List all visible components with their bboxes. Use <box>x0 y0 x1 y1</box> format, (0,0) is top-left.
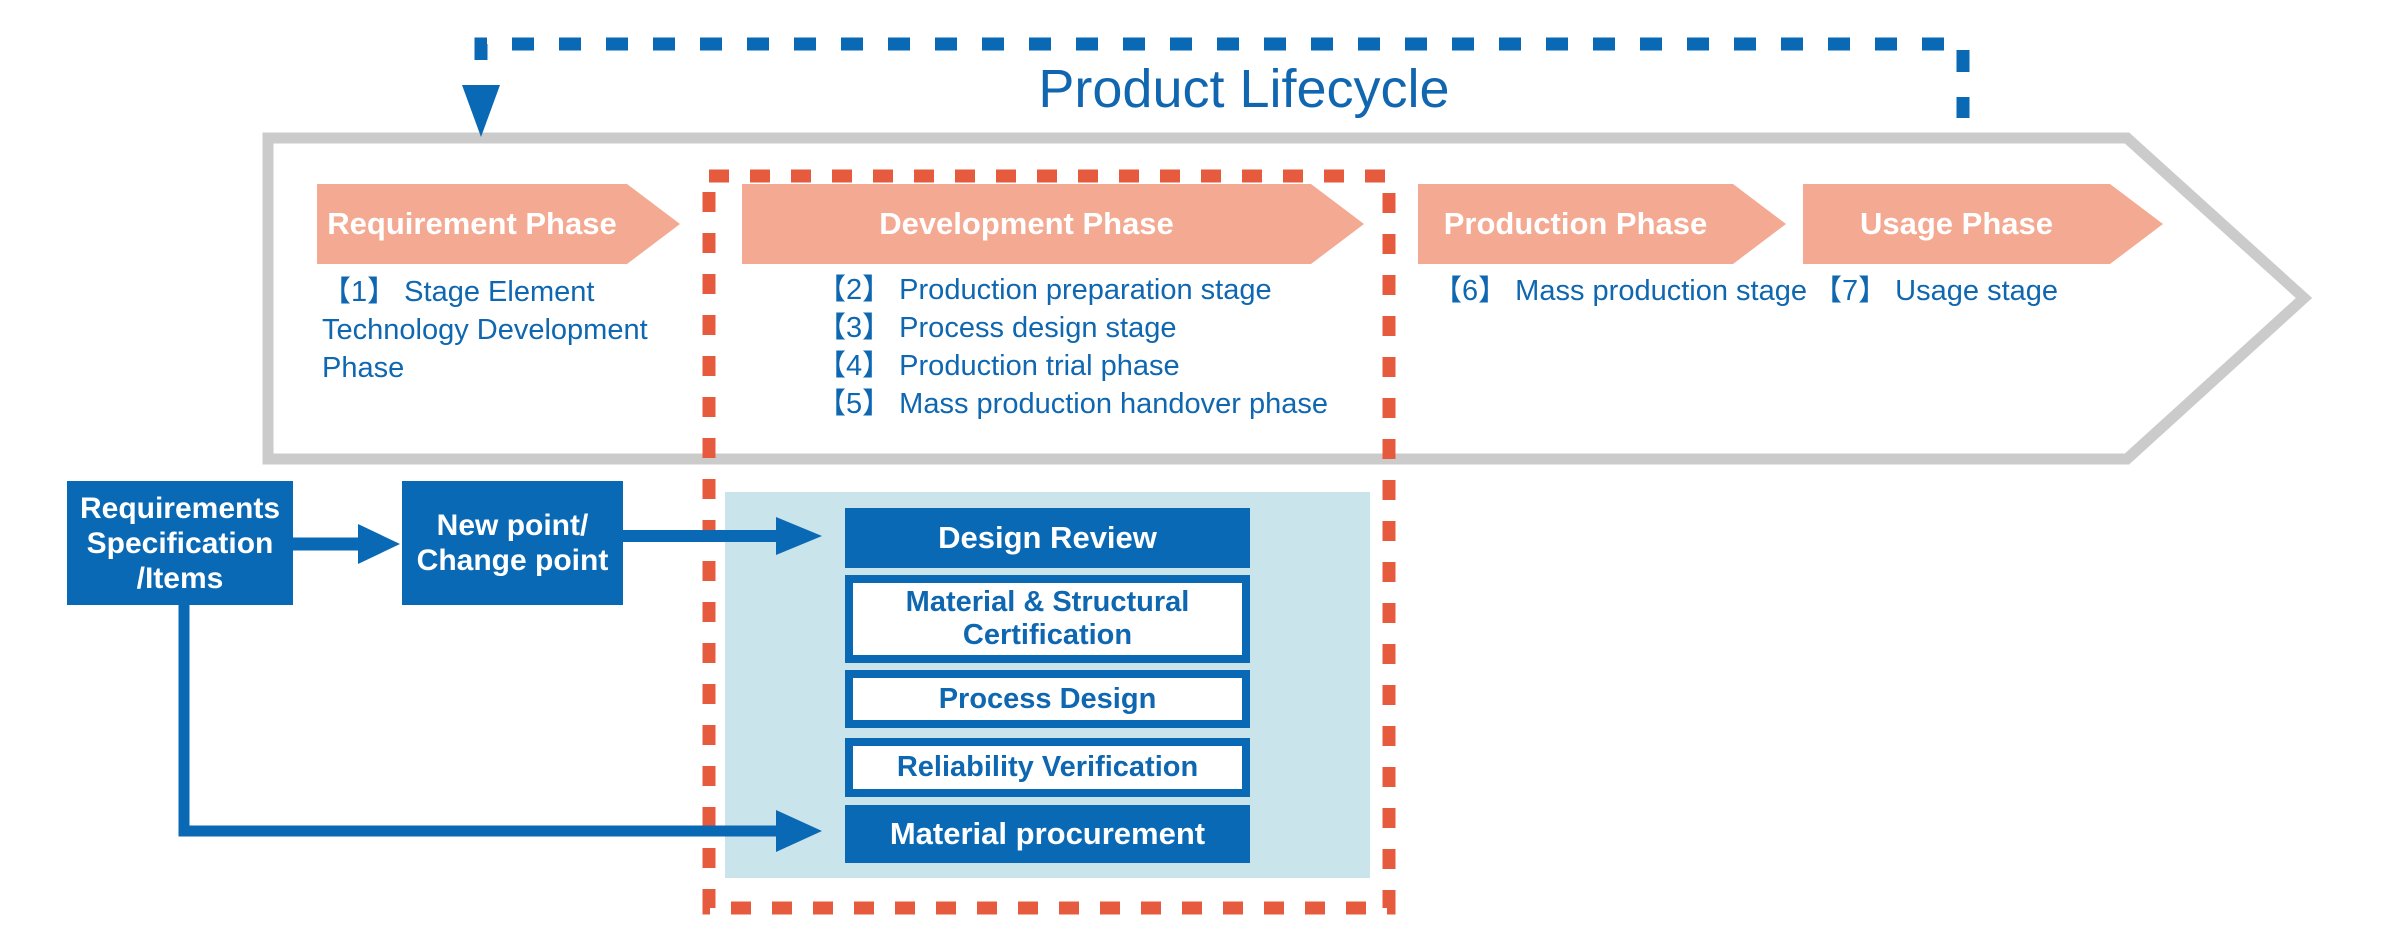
line-requirements-to-procurement <box>178 605 780 837</box>
phase-items-requirement: 【1】 Stage Element Technology Development… <box>322 273 648 387</box>
phase-arrow-label: Production Phase <box>1443 206 1708 241</box>
phase-item: 【4】 Production trial phase <box>817 350 1180 382</box>
phase-item: Phase <box>322 352 405 384</box>
arrow-requirements-to-change-head-icon <box>358 524 400 564</box>
phase-arrow-label: Requirement Phase <box>327 206 617 241</box>
phase-arrow-development: Development Phase <box>742 184 1364 264</box>
bar-label: Reliability Verification <box>896 751 1199 783</box>
material-procurement-bar: Material procurement <box>845 805 1250 863</box>
bar-label-line: Material & Structural <box>905 586 1190 618</box>
phase-item: 【3】 Process design stage <box>817 312 1177 344</box>
phase-item: 【1】 Stage Element <box>322 276 595 308</box>
box-label-line: Requirements <box>79 491 281 525</box>
phase-arrow-usage: Usage Phase <box>1803 184 2163 264</box>
phase-item: 【7】 Usage stage <box>1813 275 2059 307</box>
box-label-line: New point/ <box>436 509 589 542</box>
bar-label: Process Design <box>938 682 1157 715</box>
bar-label: Design Review <box>938 520 1157 555</box>
phase-arrow-production: Production Phase <box>1418 184 1786 264</box>
material-structural-certification-box: Material & Structural Certification <box>845 575 1250 663</box>
reliability-verification-box: Reliability Verification <box>845 738 1250 797</box>
bar-label-line: Certification <box>962 619 1133 651</box>
requirements-specification-box: Requirements Specification /Items <box>67 481 293 605</box>
lifecycle-down-arrow-icon <box>462 85 500 137</box>
phase-item: 【5】 Mass production handover phase <box>817 388 1329 420</box>
new-change-point-box: New point/ Change point <box>402 481 623 605</box>
phase-item: 【2】 Production preparation stage <box>817 274 1272 306</box>
design-review-bar: Design Review <box>845 508 1250 568</box>
box-label-line: /Items <box>136 561 224 595</box>
phase-arrow-label: Usage Phase <box>1860 206 2053 241</box>
phase-arrow-requirement: Requirement Phase <box>317 184 680 264</box>
page-title: Product Lifecycle <box>1038 59 1450 119</box>
box-label-line: Specification <box>86 526 274 560</box>
process-design-box: Process Design <box>845 670 1250 728</box>
phase-item: Technology Development <box>322 314 648 346</box>
phase-item: 【6】 Mass production stage <box>1433 275 1807 307</box>
phase-items-usage: 【7】 Usage stage <box>1813 272 2058 310</box>
phase-items-production: 【6】 Mass production stage <box>1433 272 1807 310</box>
box-label-line: Change point <box>416 544 609 577</box>
bar-label: Material procurement <box>889 816 1206 851</box>
phase-items-development: 【2】 Production preparation stage 【3】 Pro… <box>817 271 1328 423</box>
phase-arrow-label: Development Phase <box>879 206 1174 241</box>
